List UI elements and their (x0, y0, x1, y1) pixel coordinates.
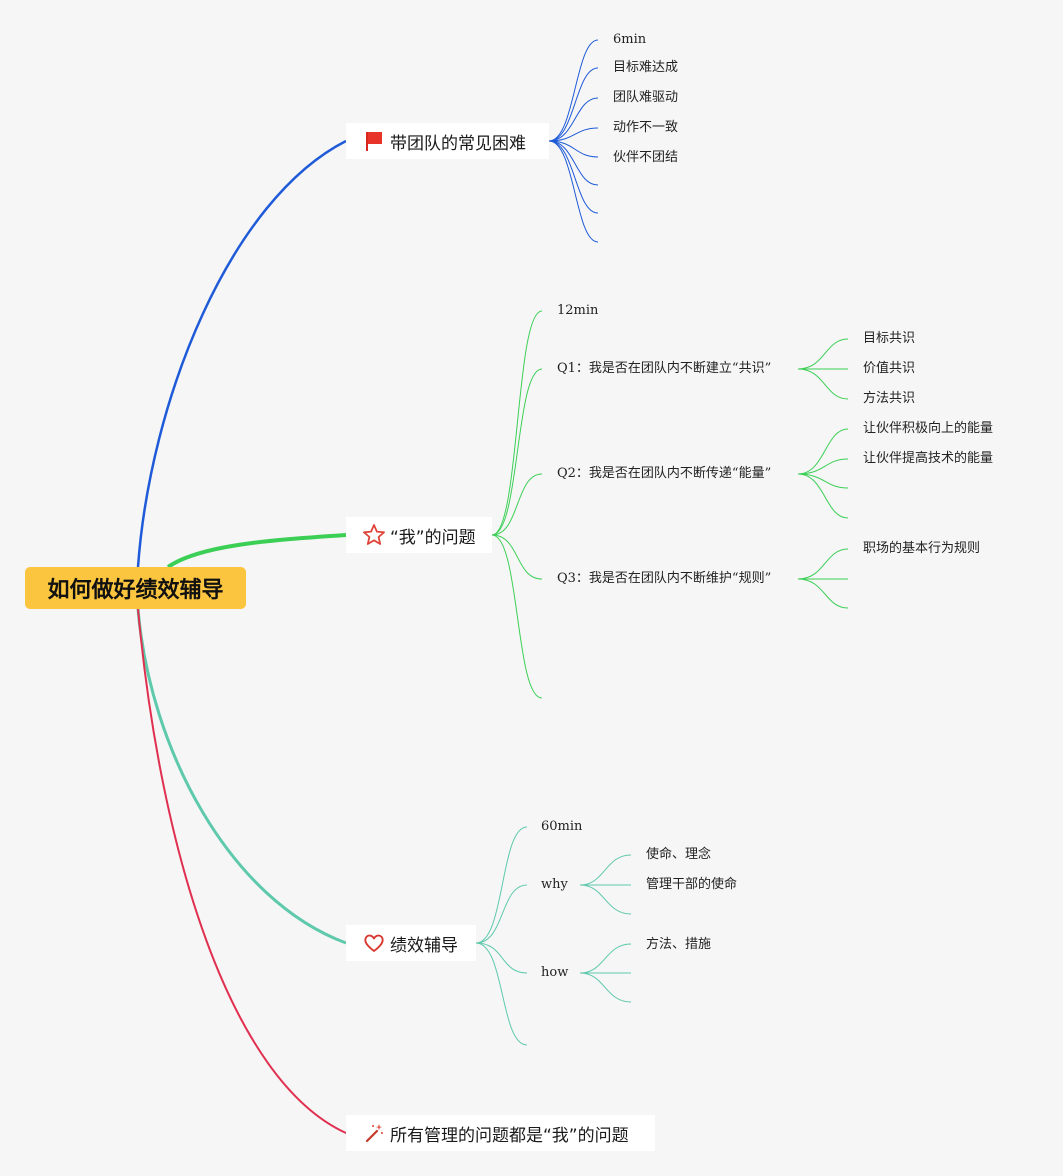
branch3-subconnectors (475, 826, 632, 1046)
topic-label: 所有管理的问题都是“我”的问题 (390, 1125, 629, 1146)
topic-team-difficulties[interactable]: 带团队的常见困难 (346, 123, 549, 159)
root-topic-label: 如何做好绩效辅导 (47, 578, 224, 603)
topic-performance-coaching[interactable]: 绩效辅导 (346, 925, 476, 961)
subtopic-item[interactable]: 动作不一致 (613, 120, 679, 135)
q2-item[interactable]: 让伙伴积极向上的能量 (863, 421, 994, 436)
subtopic-time[interactable]: 6min (613, 32, 647, 47)
why-item[interactable]: 管理干部的使命 (646, 877, 738, 892)
heart-outline-icon (364, 934, 384, 952)
subtopic-item[interactable]: 目标难达成 (613, 60, 679, 75)
subtopic-time[interactable]: 12min (557, 303, 599, 318)
subtopic-why[interactable]: why (541, 877, 568, 892)
branch-connector-2 (166, 533, 347, 569)
star-outline-icon (363, 524, 385, 545)
topic-all-management-problems[interactable]: 所有管理的问题都是“我”的问题 (346, 1115, 655, 1151)
root-topic[interactable]: 如何做好绩效辅导 (25, 567, 246, 609)
subtopic-time[interactable]: 60min (541, 819, 583, 834)
red-flag-icon (366, 132, 382, 151)
subtopic-q3[interactable]: Q3：我是否在团队内不断维护“规则” (557, 571, 772, 586)
branch-connector-3 (136, 608, 347, 945)
subtopic-how[interactable]: how (541, 965, 569, 980)
why-item[interactable]: 使命、理念 (646, 847, 712, 862)
subtopic-q2[interactable]: Q2：我是否在团队内不断传递“能量” (557, 466, 772, 481)
subtopic-q1[interactable]: Q1：我是否在团队内不断建立“共识” (557, 361, 772, 376)
magic-wand-icon (365, 1124, 383, 1143)
topic-my-problem[interactable]: “我”的问题 (346, 517, 492, 553)
q1-item[interactable]: 价值共识 (863, 361, 916, 376)
topic-label: 带团队的常见困难 (390, 133, 526, 154)
branch1-subconnectors (548, 39, 599, 243)
branch2-subconnectors (491, 310, 849, 699)
topic-label: 绩效辅导 (390, 935, 458, 956)
topic-label: “我”的问题 (390, 527, 476, 548)
q3-item[interactable]: 职场的基本行为规则 (863, 541, 981, 556)
subtopic-item[interactable]: 伙伴不团结 (613, 150, 679, 165)
how-item[interactable]: 方法、措施 (646, 937, 712, 952)
q1-item[interactable]: 目标共识 (863, 331, 916, 346)
subtopic-item[interactable]: 团队难驱动 (613, 90, 679, 105)
q1-item[interactable]: 方法共识 (863, 391, 916, 406)
branch-connector-1 (136, 139, 347, 568)
branch-connector-4 (137, 608, 347, 1134)
q2-item[interactable]: 让伙伴提高技术的能量 (863, 451, 994, 466)
